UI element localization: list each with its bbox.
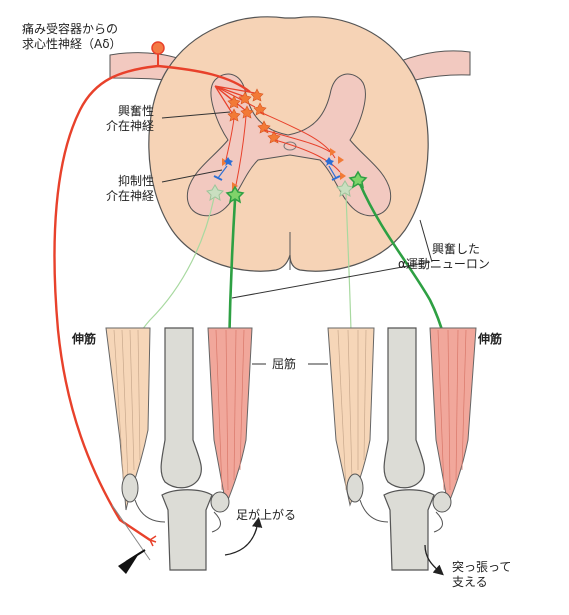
leg-braces-label-line1: 突っ張って	[452, 560, 512, 574]
extensor-label-left: 伸筋	[72, 332, 97, 346]
motor-neuron-excited-right	[348, 170, 368, 189]
alpha-motor-neuron-label-line1: 興奮した	[432, 242, 481, 256]
interneuron-projections	[225, 111, 341, 186]
excitatory-interneuron-label-line2: 介在神経	[106, 119, 155, 133]
pain-receptor-ending	[149, 535, 157, 547]
left-leg	[105, 327, 253, 574]
pain-afferent-label-line2: 求心性神経（Aδ）	[22, 37, 122, 51]
pain-dorsal-root-ganglion	[151, 41, 165, 55]
central-canal	[283, 141, 297, 151]
inhibitory-neuron-right	[325, 157, 334, 166]
leader-lines	[161, 111, 433, 365]
excitatory-interneuron-label-line1: 興奮性	[118, 104, 155, 118]
right-leg	[327, 327, 477, 571]
right-flexor-muscle	[429, 327, 477, 507]
right-femur	[383, 327, 425, 489]
excitatory-interneurons	[227, 88, 281, 144]
excitatory-neuron	[240, 105, 254, 119]
left-fibula-head	[210, 491, 230, 513]
inhibitory-neuron-left	[224, 157, 233, 166]
left-flexor-muscle	[207, 327, 253, 507]
motor-neuron-inhibited-right	[335, 180, 355, 198]
pain-afferent-fiber	[53, 41, 256, 547]
excitatory-neuron	[250, 88, 264, 102]
leg-brace-arrow	[424, 544, 444, 576]
left-patella	[121, 473, 139, 503]
right-tibia	[383, 489, 435, 571]
extensor-label-right: 伸筋	[478, 332, 503, 346]
inhibitory-interneuron-label-line1: 抑制性	[118, 174, 155, 188]
left-tibia	[161, 489, 213, 571]
right-fibula-head	[432, 491, 452, 513]
leg-lift-arrow	[224, 516, 263, 556]
right-patella	[346, 473, 364, 503]
motor-neuron-excited-left	[225, 185, 245, 204]
pain-afferent-label-line1: 痛み受容器からの	[22, 22, 119, 36]
inhibitory-interneuron-label-line2: 介在神経	[106, 189, 155, 203]
leg-braces-label-line2: 支える	[452, 575, 488, 589]
leg-lifts-label: 足が上がる	[236, 508, 297, 522]
spinal-cord	[109, 16, 471, 272]
left-femur	[160, 327, 202, 489]
excitatory-neuron	[227, 95, 241, 109]
inhibitory-interneurons	[213, 157, 341, 181]
alpha-motor-neuron-label-line2: α運動ニューロン	[398, 257, 490, 271]
excitatory-neuron	[227, 108, 241, 122]
excitatory-neuron	[253, 102, 267, 116]
excitatory-neuron	[238, 91, 252, 105]
excitatory-neuron	[257, 120, 271, 134]
motor-neurons	[205, 170, 368, 204]
gray-matter	[186, 73, 392, 217]
motor-neuron-inhibited-left	[205, 184, 225, 202]
excitatory-neuron	[267, 130, 281, 144]
flexor-label: 屈筋	[272, 357, 297, 371]
pain-fiber-path	[53, 64, 251, 541]
